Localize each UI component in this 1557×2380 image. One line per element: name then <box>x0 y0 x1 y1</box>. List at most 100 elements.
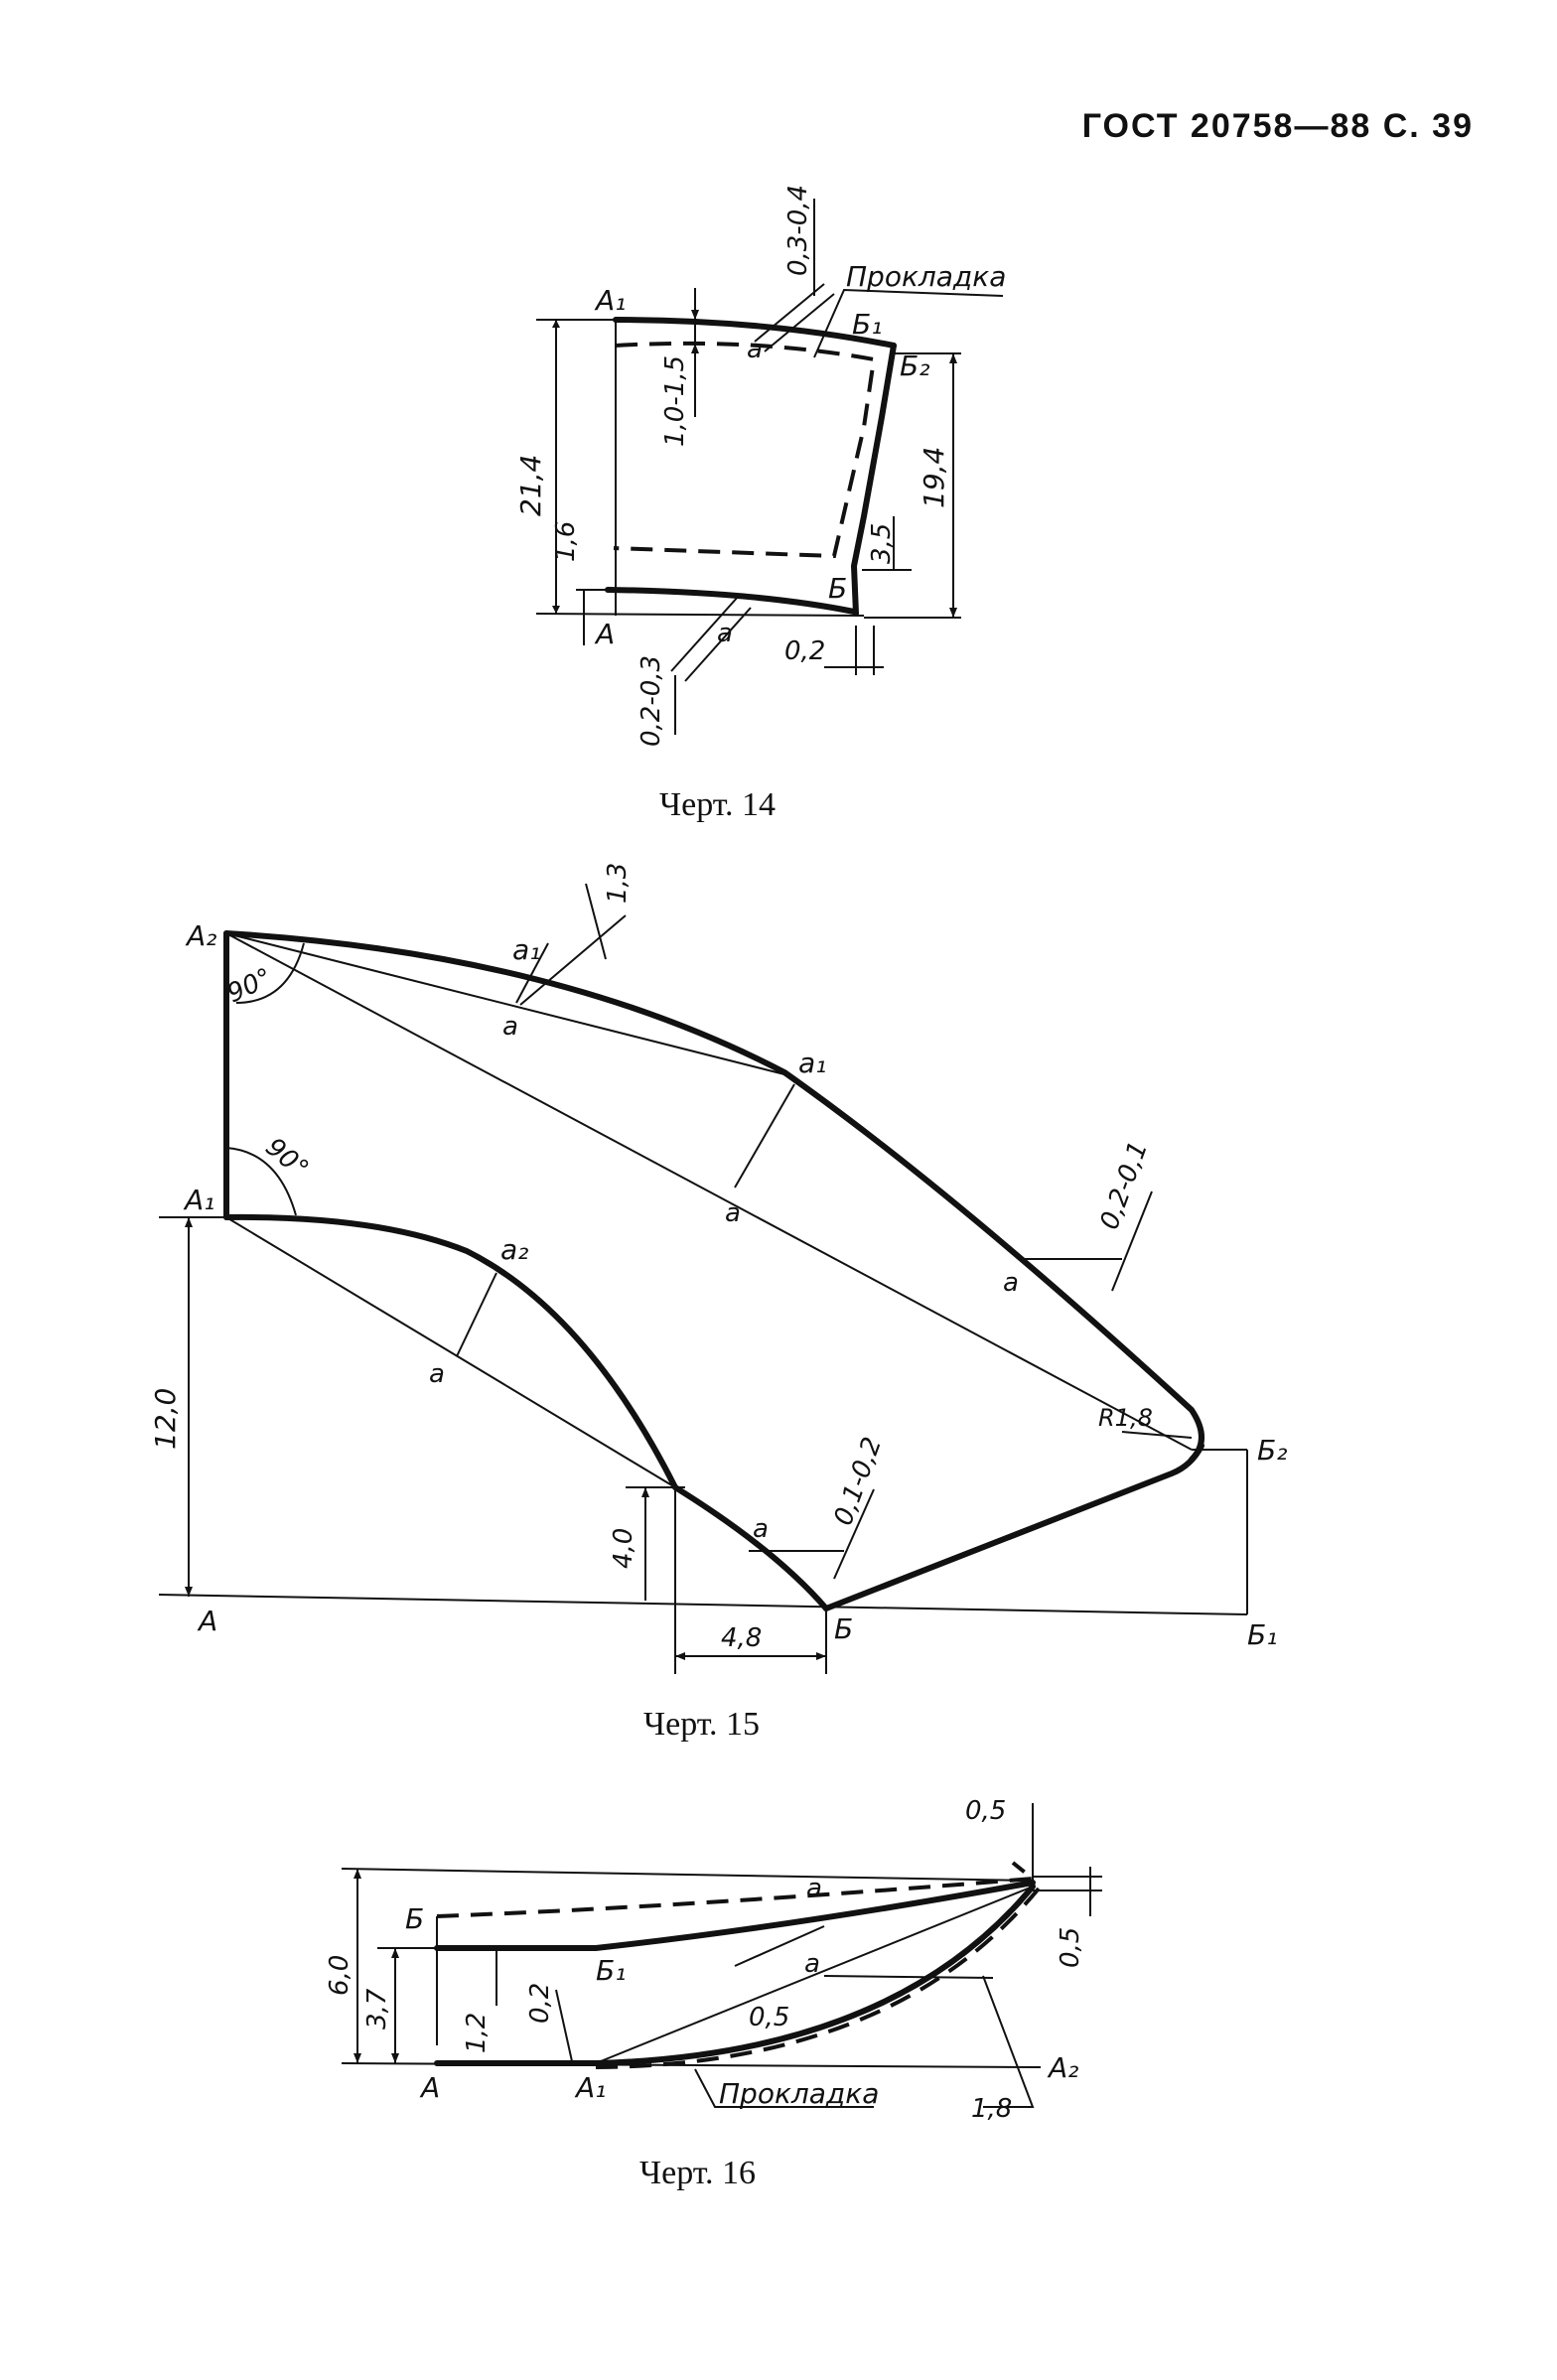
fig14-right-edge <box>851 343 897 617</box>
fig16-leader-pad <box>694 2068 874 2108</box>
fig14-leader-pad <box>813 288 1004 358</box>
fig15-arrow-1 <box>185 1217 193 1227</box>
fig14-arrow-3 <box>949 353 957 363</box>
fig15-label-a1-mid: а₁ <box>798 1047 826 1079</box>
fig15-dim-48-text: 4,8 <box>721 1623 762 1653</box>
fig16-dim-60-text: 6,0 <box>325 1955 354 1996</box>
fig16-lower-dashed <box>595 1887 1041 2069</box>
fig14-arrow-6 <box>691 344 699 353</box>
fig14-label-A: А <box>594 618 615 650</box>
fig14-bottom-edge <box>605 587 857 615</box>
fig15-dim-02-01 <box>1023 1190 1153 1292</box>
fig16-top-line <box>341 1868 1034 1882</box>
fig15-arrow-3 <box>641 1487 649 1497</box>
fig15-dim-120 <box>159 1216 226 1597</box>
fig15-label-A1: А₁ <box>183 1184 214 1216</box>
fig15-arc-bottom <box>225 1147 297 1216</box>
figure-16 <box>341 1803 1102 2108</box>
fig15-dim-40-text: 4,0 <box>609 1528 638 1569</box>
fig14-label-B2: Б₂ <box>900 350 929 382</box>
fig14-dim-214-text: 21,4 <box>514 455 547 516</box>
fig14-label-pad: Прокладка <box>846 260 1006 293</box>
fig14-dim-03-04-text: 0,3-0,4 <box>783 185 813 276</box>
fig16-dim-37-text: 3,7 <box>362 1988 392 2030</box>
fig15-label-a2: а₂ <box>500 1233 528 1266</box>
figure-15 <box>158 883 1248 1674</box>
fig15-bottom-curve <box>672 1484 829 1611</box>
fig15-dim-120-text: 12,0 <box>149 1388 182 1450</box>
fig16-dim-18-text: 1,8 <box>971 2094 1012 2124</box>
fig15-label-a-2: а <box>725 1198 741 1228</box>
fig14-label-a-top: а <box>747 335 763 364</box>
fig14-dim-194 <box>864 352 961 619</box>
fig16-caption: Черт. 16 <box>639 2155 757 2191</box>
fig15-chord-A2-B2 <box>225 932 1193 1451</box>
fig14-dim-16-text: 1,6 <box>551 521 581 562</box>
fig14-dim-16 <box>576 589 608 645</box>
fig14-arrow-2 <box>552 606 560 614</box>
fig15-perp-2 <box>734 1083 795 1189</box>
fig16-perp-1 <box>734 1925 825 1967</box>
fig15-label-A2: А₂ <box>185 919 216 952</box>
fig16-dim-02 <box>555 1989 573 2062</box>
fig16-dim-02-text: 0,2 <box>525 1983 555 2024</box>
fig15-label-B: Б <box>834 1612 853 1645</box>
fig15-label-a1-top: а₁ <box>512 933 540 966</box>
fig14-arrow-1 <box>552 320 560 328</box>
fig16-arrow-2 <box>354 2053 361 2063</box>
fig16-label-A1: А₁ <box>574 2071 606 2104</box>
fig14-bottom-line <box>535 613 865 617</box>
fig16-arrow-1 <box>354 1869 361 1879</box>
fig14-dim-35-text: 3,5 <box>867 523 897 564</box>
fig16-dim-05-top-text: 0,5 <box>965 1796 1006 1826</box>
fig15-perp-3 <box>456 1272 497 1357</box>
fig14-label-B: Б <box>828 572 847 605</box>
fig15-right-vert <box>1192 1449 1248 1614</box>
fig14-leader-bottom <box>670 595 752 682</box>
fig15-angle-bottom: 90° <box>260 1132 315 1185</box>
fig16-perp-2 <box>823 1975 994 1979</box>
fig14-arrow-4 <box>949 608 957 618</box>
fig15-label-a-3: а <box>1003 1268 1019 1298</box>
fig15-dim-r18-text: R1,8 <box>1098 1404 1153 1432</box>
fig16-label-A: А <box>419 2071 440 2104</box>
fig14-leader-top <box>754 283 835 352</box>
fig16-dim-05-right-text: 0,5 <box>1056 1927 1085 1968</box>
fig14-pad-dashed <box>613 341 877 559</box>
fig16-lower-curve <box>434 1884 1036 2066</box>
fig15-upper-curve <box>223 930 1204 1463</box>
fig15-chord-A1-B <box>225 1216 676 1488</box>
fig16-B1-curve <box>434 1880 1036 1951</box>
fig15-dim-01-02-text: 0,1-0,2 <box>828 1434 888 1530</box>
fig16-leader-18 <box>982 1975 1035 2108</box>
fig16-label-B1: Б₁ <box>596 1954 626 1987</box>
fig16-arrow-4 <box>391 2053 399 2063</box>
fig14-dim-35 <box>862 516 912 571</box>
fig15-label-B1: Б₁ <box>1247 1618 1277 1651</box>
fig16-label-A2: А₂ <box>1047 2051 1078 2084</box>
fig14-label-a-bottom: а <box>717 619 733 648</box>
fig15-dim-01-02 <box>749 1488 875 1580</box>
fig15-arrow-5 <box>816 1652 826 1660</box>
fig16-label-a-top: а <box>806 1874 822 1903</box>
fig16-chord <box>595 1886 1034 2064</box>
fig16-right-vert <box>1032 1803 1091 1916</box>
fig14-label-B1: Б₁ <box>852 308 882 341</box>
fig16-dim-05-right <box>1033 1876 1102 1891</box>
fig16-dim-37 <box>377 1947 437 2063</box>
fig15-chord-A2-a1 <box>225 932 785 1075</box>
fig15-caption: Черт. 15 <box>643 1706 761 1743</box>
fig16-dim-12-text: 1,2 <box>462 2013 492 2053</box>
fig15-perp-1 <box>515 942 549 1004</box>
fig15-label-A: А <box>197 1605 217 1637</box>
fig16-dim-12 <box>436 1916 497 2045</box>
fig15-label-a-1: а <box>502 1012 518 1042</box>
fig14-top-edge <box>613 317 897 349</box>
fig16-B-dashed <box>436 1861 1039 1918</box>
fig15-label-a-5: а <box>753 1514 769 1544</box>
fig16-label-B: Б <box>405 1902 424 1935</box>
fig14-dim-10-15-text: 1,0-1,5 <box>660 355 690 447</box>
fig15-dim-13 <box>519 883 627 1006</box>
fig15-lower-curve <box>223 1213 678 1490</box>
fig14-dim-02 <box>824 626 884 675</box>
